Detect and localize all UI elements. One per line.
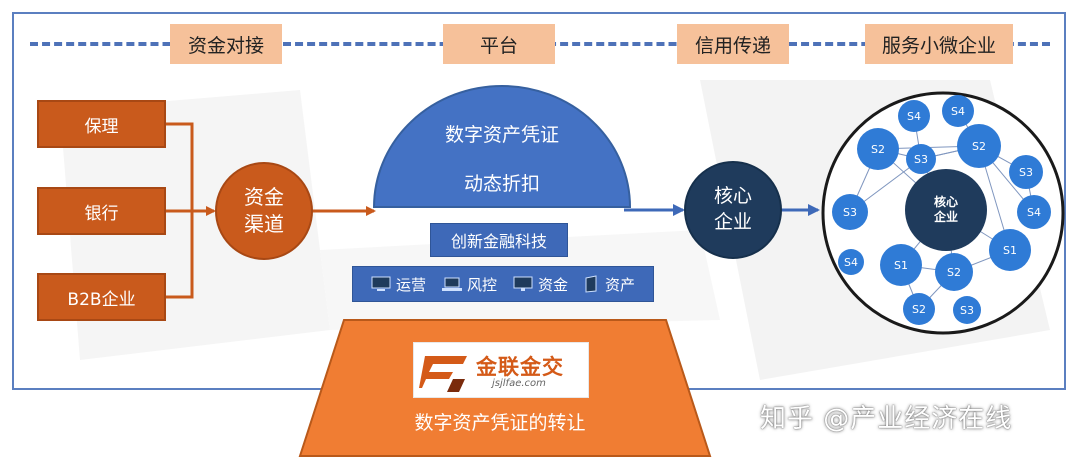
watermark-text: 知乎 @产业经济在线 (760, 404, 1013, 434)
network-node: S4 (942, 95, 974, 127)
feature-funds-label: 资金 (538, 275, 569, 294)
core-line2: 企业 (713, 211, 752, 233)
feature-funds: 资金 (513, 274, 568, 295)
platform-dome (372, 85, 632, 208)
feature-operations: 运营 (371, 274, 426, 295)
funds-monitor-icon (513, 276, 533, 291)
jljj-logo: 金联金交 jsjlfae.com (413, 342, 589, 398)
network-hub-line2: 企业 (933, 210, 958, 224)
network-node: S1 (989, 229, 1031, 271)
feature-assets-label: 资产 (605, 275, 636, 294)
network-node: S3 (832, 194, 868, 230)
source-bank: 银行 (37, 187, 166, 235)
network-node: S2 (903, 293, 935, 325)
feature-operations-label: 运营 (395, 275, 426, 294)
features-bar: 运营 风控 资金 资产 (352, 266, 654, 302)
core-circle (684, 161, 782, 259)
channel-line2: 渠道 (244, 212, 284, 236)
network-node: S2 (935, 253, 973, 291)
network-node: S2 (857, 128, 899, 170)
header-service: 服务小微企业 (865, 24, 1013, 64)
network-hub: 核心企业 (905, 169, 987, 251)
core-line1: 核心 (713, 185, 752, 208)
network-node: S4 (1017, 195, 1051, 229)
source-factoring: 保理 (37, 100, 166, 148)
core-label: 核心 企业 (683, 160, 783, 260)
asset-book-icon (585, 275, 597, 293)
channel-circle (215, 162, 313, 260)
risk-laptop-icon (441, 277, 462, 291)
feature-risk-label: 风控 (466, 275, 497, 294)
network-hub-line1: 核心 (933, 195, 958, 209)
channel-label: 资金 渠道 (214, 161, 314, 261)
transfer-label: 数字资产凭证的转让 (414, 412, 586, 434)
network-node: S4 (838, 249, 864, 275)
network-node: S3 (953, 296, 981, 324)
header-credit: 信用传递 (677, 24, 789, 64)
dome-line1: 数字资产凭证 (444, 124, 559, 146)
header-platform: 平台 (443, 24, 555, 64)
network-node: S2 (957, 124, 1001, 168)
operations-monitor-icon (371, 276, 391, 291)
network-node: S1 (880, 244, 922, 286)
feature-assets: 资产 (584, 274, 635, 295)
logo-domain: jsjlfae.com (492, 378, 546, 389)
network-node: S3 (906, 144, 936, 174)
source-b2b: B2B企业 (37, 273, 166, 321)
fintech-bar: 创新金融科技 (430, 223, 568, 257)
network-node: S4 (898, 100, 930, 132)
logo-name: 金联金交 (476, 355, 564, 379)
header-funding: 资金对接 (170, 24, 282, 64)
network-node: S3 (1009, 155, 1043, 189)
logo-mark-icon (419, 356, 467, 392)
feature-risk: 风控 (441, 274, 497, 295)
dome-line2: 动态折扣 (463, 173, 540, 195)
channel-line1: 资金 (244, 185, 284, 209)
